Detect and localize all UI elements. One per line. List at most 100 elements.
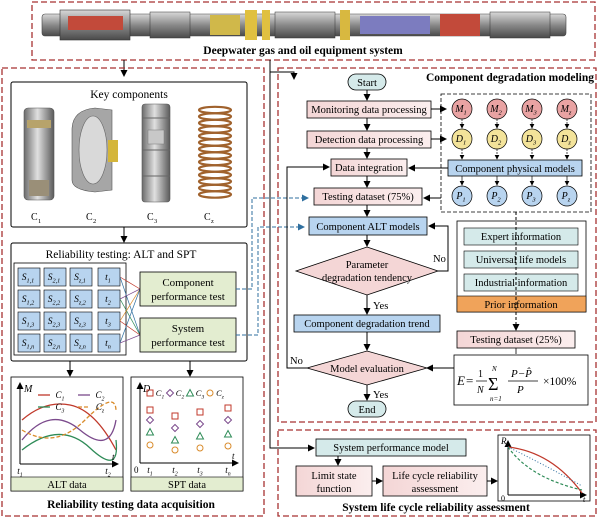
prior-item-industrial — [463, 273, 579, 292]
prior-item-0: Expert information — [481, 232, 562, 243]
svg-text:C: C — [86, 212, 93, 223]
m-node-label: M1 — [454, 104, 467, 117]
system-test-line1: System — [172, 323, 205, 335]
test-wire — [119, 276, 141, 336]
test-wire — [119, 288, 141, 300]
p-node-label: Pz — [561, 191, 571, 204]
key-components-title: Key components — [90, 89, 168, 101]
system-performance-model — [315, 438, 467, 457]
spt-marker — [145, 415, 155, 425]
spt-xtick: t3 — [197, 465, 203, 478]
prior-item-1: Universal life models — [476, 255, 566, 266]
svg-text:2: 2 — [93, 218, 96, 225]
svg-text:1: 1 — [38, 218, 41, 225]
left-panel-frame — [1, 67, 265, 517]
test-connections — [119, 276, 141, 344]
spt-marker — [170, 423, 180, 433]
alt-series-line — [21, 401, 117, 439]
component-test-line2: performance test — [151, 291, 225, 303]
m-node-label: M2 — [489, 104, 502, 117]
diamond2-label: Model evaluation — [330, 364, 405, 375]
test-wire — [119, 288, 141, 322]
sample-cell — [69, 311, 93, 331]
sample-cell-label: S2,1 — [48, 273, 60, 285]
p-node-label: P1 — [455, 191, 465, 204]
alt-caption: ALT data — [47, 480, 87, 491]
alt-x-arrow-label: t — [112, 452, 115, 462]
component-test-line1: Component — [162, 277, 213, 289]
yes2-label: Yes — [373, 390, 388, 401]
sample-cell-label: S1,3 — [22, 317, 34, 329]
prior-information-title: Prior information — [484, 300, 558, 311]
sample-cell-label: t3 — [105, 317, 111, 329]
d-node-label: Dz — [560, 134, 571, 147]
test-wire — [119, 276, 141, 290]
m-node-label: M3 — [524, 104, 537, 117]
spt-legend-label: C1 — [156, 388, 165, 401]
svg-text:N: N — [491, 365, 497, 373]
bottom-panel-frame — [277, 429, 597, 517]
spt-marker — [146, 441, 154, 449]
component-c2-image — [71, 107, 118, 193]
prior-item-universal — [463, 250, 579, 269]
sample-cell-label: Sz,2 — [74, 295, 86, 307]
spt-marker — [206, 389, 214, 397]
sample-cell-label: tn — [105, 339, 111, 351]
limit-line2: function — [317, 484, 353, 495]
sample-cell — [17, 267, 41, 287]
test-wire — [119, 288, 141, 344]
alt-legend-label: C2 — [96, 390, 105, 403]
spt-caption: SPT data — [168, 480, 206, 491]
spt-xtick: t2 — [172, 465, 178, 478]
data-integration — [330, 158, 408, 177]
test-wire — [119, 334, 141, 344]
prior-item-2: Industrial information — [475, 278, 568, 289]
prior-information-title-bar — [456, 295, 587, 313]
sample-cell-label: Sz,1 — [74, 273, 86, 285]
alt-xlabel-start: t1 — [17, 466, 23, 479]
svg-text:n=1: n=1 — [490, 395, 502, 403]
spt-legend-label: Cz — [216, 388, 225, 401]
alt-legend-label: C3 — [56, 402, 65, 415]
p-node — [486, 185, 508, 207]
p-node — [556, 185, 578, 207]
no1-label: No — [433, 254, 446, 265]
spt-legend-label: C3 — [196, 388, 205, 401]
sample-cell-label: S2,2 — [48, 295, 60, 307]
evaluation-formula — [453, 354, 589, 406]
parameter-degradation-decision — [294, 246, 440, 296]
lcr-line2: assessment — [412, 484, 459, 495]
equipment-frame — [31, 1, 596, 61]
spt-marker — [195, 431, 205, 440]
limit-state-function — [295, 465, 373, 497]
spt-marker — [223, 415, 233, 425]
testing-dataset-75 — [313, 187, 423, 206]
start-label: Start — [357, 78, 377, 89]
spt-xtick: t1 — [147, 465, 153, 478]
sample-cell — [17, 333, 41, 353]
svg-text:z: z — [211, 218, 214, 225]
spt-marker — [171, 446, 179, 454]
drill-string-image — [41, 9, 567, 41]
alt-ylabel: M — [23, 384, 33, 395]
system-test-line2: performance test — [151, 337, 225, 349]
spt-marker — [196, 408, 204, 416]
sample-cell — [17, 311, 41, 331]
svg-text:N: N — [476, 385, 485, 396]
system-model-label: System performance model — [333, 443, 449, 454]
svg-text:1: 1 — [478, 369, 483, 380]
formula-glyphs: E = 1 N Σ N n=1 P−P̂ P — [456, 365, 538, 403]
sample-cell-label: S2,n — [48, 339, 60, 351]
d-node-label: D2 — [490, 134, 502, 147]
spt-legend-label: C2 — [176, 388, 185, 401]
sample-cell — [43, 267, 67, 287]
alt-legend-label: Cz — [96, 402, 105, 415]
p-node — [521, 185, 543, 207]
reliability-curves — [504, 440, 587, 499]
lcr-line1: Life cycle reliability — [392, 471, 478, 482]
reliability-testing-title: Reliability testing: ALT and SPT — [46, 249, 197, 261]
integration-label: Data integration — [335, 163, 404, 174]
spt-marker — [146, 389, 154, 397]
